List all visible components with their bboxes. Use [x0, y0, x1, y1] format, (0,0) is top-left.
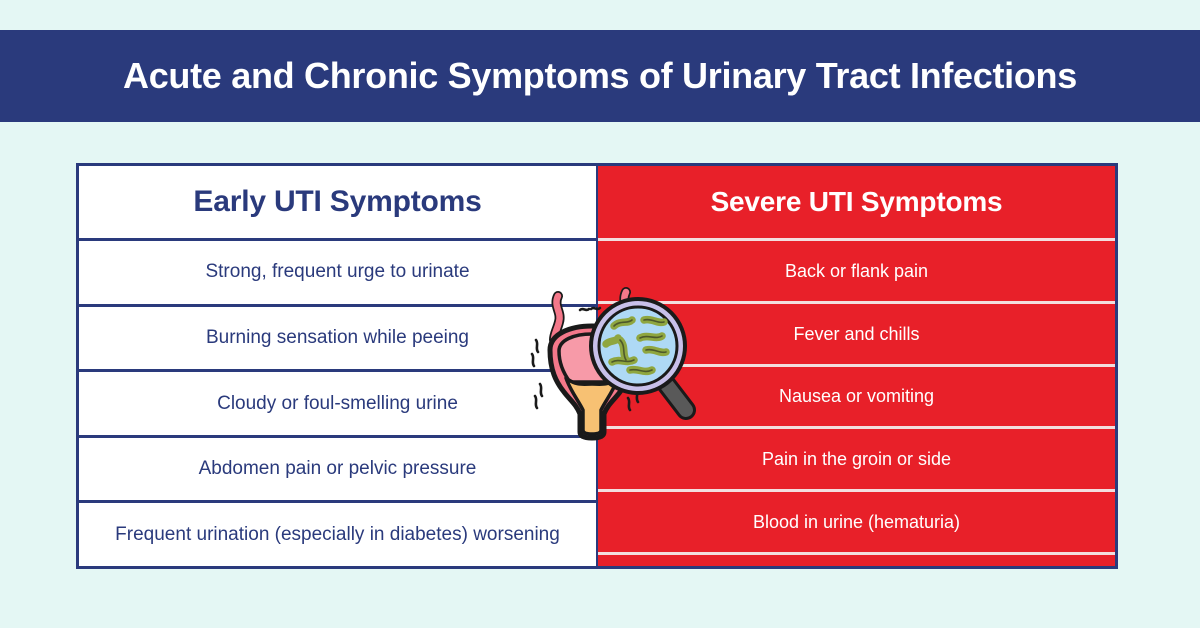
column-footer-strip [598, 555, 1115, 566]
table-row: Blood in urine (hematuria) [752, 511, 961, 532]
column-header-early-label: Early UTI Symptoms [193, 185, 482, 218]
row-divider [598, 551, 1115, 555]
row-divider [79, 238, 596, 241]
table-row: Fever and chills [793, 323, 920, 344]
table-row: Strong, frequent urge to urinate [205, 261, 470, 283]
row-divider [598, 300, 1115, 304]
row-divider [598, 238, 1115, 241]
page-title: Acute and Chronic Symptoms of Urinary Tr… [123, 55, 1077, 96]
row-divider [79, 434, 596, 438]
row-divider [79, 303, 596, 307]
table-row: Abdomen pain or pelvic pressure [198, 458, 477, 480]
title-bar: Acute and Chronic Symptoms of Urinary Tr… [0, 30, 1200, 122]
row-divider [598, 489, 1115, 493]
table-row: Back or flank pain [784, 260, 929, 281]
table-row: Cloudy or foul-smelling urine [217, 392, 458, 414]
row-divider [79, 369, 596, 373]
table-row: Pain in the groin or side [761, 449, 952, 470]
row-divider [598, 426, 1115, 430]
column-early-symptoms: Early UTI Symptoms Strong, frequent urge… [76, 163, 596, 569]
column-header-early: Early UTI Symptoms [79, 166, 596, 238]
column-severe-symptoms: Severe UTI Symptoms Back or flank pain F… [596, 163, 1118, 569]
column-header-severe-label: Severe UTI Symptoms [710, 186, 1003, 217]
comparison-table: Early UTI Symptoms Strong, frequent urge… [76, 163, 1118, 569]
row-divider [598, 363, 1115, 367]
table-row: Frequent urination (especially in diabet… [115, 523, 560, 545]
column-header-severe: Severe UTI Symptoms [598, 166, 1115, 238]
row-divider [79, 500, 596, 504]
table-row: Burning sensation while peeing [205, 327, 469, 349]
table-row: Nausea or vomiting [778, 386, 935, 407]
